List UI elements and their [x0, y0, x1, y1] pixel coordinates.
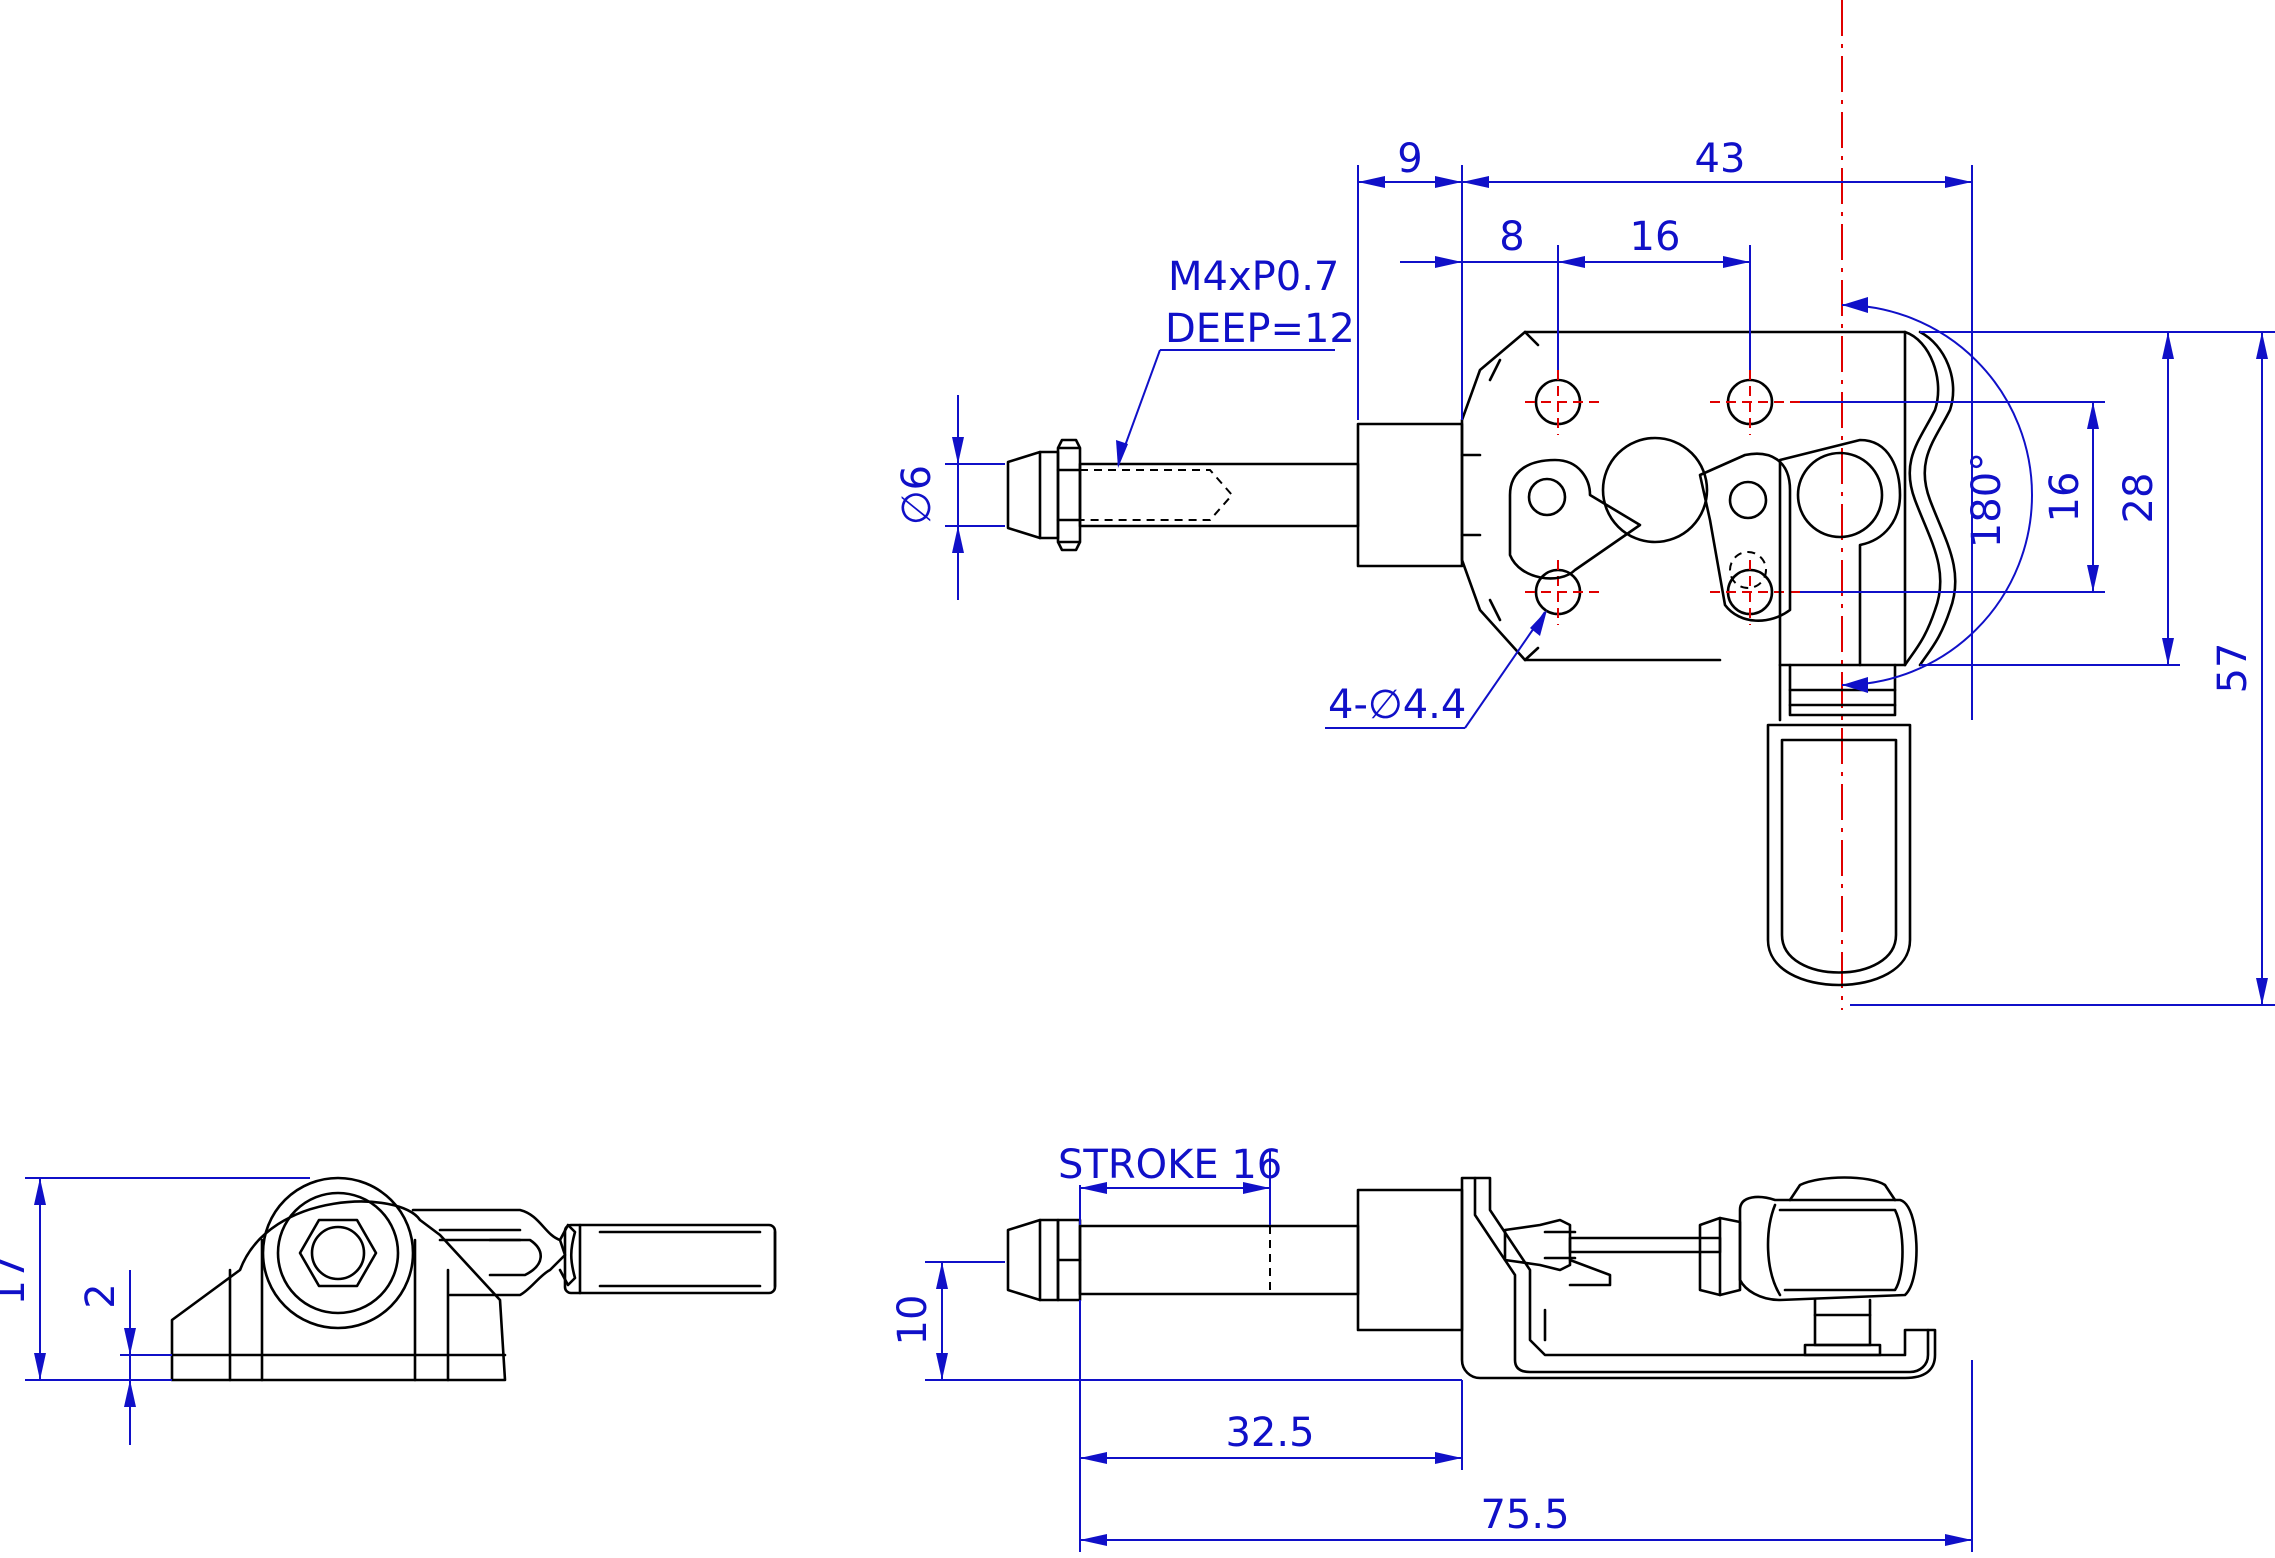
end-view-bushing [261, 1176, 415, 1330]
hex-nut [1056, 438, 1082, 552]
side-link-bar [1568, 1236, 1722, 1254]
link-pin [1728, 480, 1768, 520]
plunger-bushing [1356, 422, 1464, 568]
end-view-base [170, 1200, 507, 1382]
base-plate-right-edge-2 [1918, 330, 1957, 667]
handle-grip-inner [1780, 738, 1898, 974]
link-pin-hidden [1729, 551, 1767, 589]
end-view: 17 2 [0, 1176, 777, 1445]
dim-8: 8 [1400, 214, 1585, 370]
handle-pivot [1778, 438, 1902, 667]
dim-dia-6: ∅6 [894, 395, 1005, 600]
end-view-link [411, 1208, 567, 1297]
dim-17-label: 17 [0, 1255, 34, 1306]
top-view: 9 43 8 16 180° [894, 0, 2275, 1010]
handle-grip [1766, 723, 1912, 987]
side-link-left [1503, 1218, 1572, 1272]
dim-28: 28 [1920, 331, 2180, 666]
base-plate-right-edge [1903, 330, 1942, 667]
dim-57-label: 57 [2210, 643, 2256, 694]
thread-callout: M4xP0.7 DEEP=12 [1116, 254, 1355, 468]
side-plunger-tip [1006, 1218, 1060, 1302]
dim-9-label: 9 [1397, 136, 1422, 182]
left-link [1508, 458, 1642, 580]
dim-32-5-label: 32.5 [1225, 1410, 1314, 1456]
side-plunger-rod [1078, 1224, 1360, 1296]
dim-9: 9 [1357, 136, 1463, 420]
plunger-tip [1006, 450, 1060, 540]
dim-28-label: 28 [2116, 473, 2162, 524]
dim-16-side-label: 16 [2042, 472, 2088, 523]
mounting-holes [1525, 370, 1880, 625]
dim-10: 10 [890, 1261, 1462, 1381]
dim-75-5: 75.5 [1080, 1360, 1973, 1552]
dim-43: 43 [1462, 136, 1973, 720]
thread-label-line2: DEEP=12 [1165, 306, 1355, 352]
side-handle-pivot [1738, 1195, 1918, 1302]
side-bracket [1460, 1176, 1937, 1380]
plunger-rod [1078, 462, 1360, 528]
dim-16-side: 16 [1800, 401, 2105, 593]
stroke-label: STROKE 16 [1058, 1142, 1282, 1188]
side-bushing [1356, 1188, 1464, 1332]
side-spindle [1813, 1313, 1872, 1347]
holes-callout: 4-∅4.4 [1325, 610, 1547, 729]
dim-2-label: 2 [78, 1283, 124, 1308]
dim-16-top: 16 [1558, 214, 1751, 370]
handle-pivot-hole [1796, 451, 1884, 539]
dim-17: 17 [0, 1177, 310, 1381]
side-handle-top [1788, 1176, 1897, 1202]
end-view-hex-nut [298, 1218, 378, 1288]
end-view-plunger [310, 1225, 366, 1281]
dim-57: 57 [1850, 331, 2275, 1006]
angle-180-label: 180° [1964, 452, 2010, 548]
tapped-hole-hidden [1080, 469, 1234, 521]
stroke-dim: STROKE 16 [1058, 1142, 1282, 1225]
link-pin [1527, 477, 1567, 517]
end-view-bushing-inner [276, 1191, 400, 1315]
dim-8-label: 8 [1499, 214, 1524, 260]
base-plate-bend [1488, 330, 1540, 662]
dim-2: 2 [78, 1270, 172, 1445]
thread-label-line1: M4xP0.7 [1168, 254, 1339, 300]
angle-180: 180° [1841, 297, 2033, 693]
side-view: STROKE 16 10 32.5 7 [890, 1142, 1973, 1552]
dim-75-5-label: 75.5 [1480, 1492, 1569, 1538]
dim-16-top-label: 16 [1630, 214, 1681, 260]
dim-43-label: 43 [1695, 136, 1746, 182]
base-plate-outline [1460, 330, 1907, 722]
right-link [1698, 452, 1792, 622]
end-view-grip [563, 1223, 777, 1295]
holes-label: 4-∅4.4 [1328, 682, 1466, 728]
dim-32-5: 32.5 [1079, 1300, 1463, 1552]
dim-dia-6-label: ∅6 [894, 465, 940, 525]
dim-10-label: 10 [890, 1295, 936, 1346]
center-opening [1601, 436, 1709, 544]
